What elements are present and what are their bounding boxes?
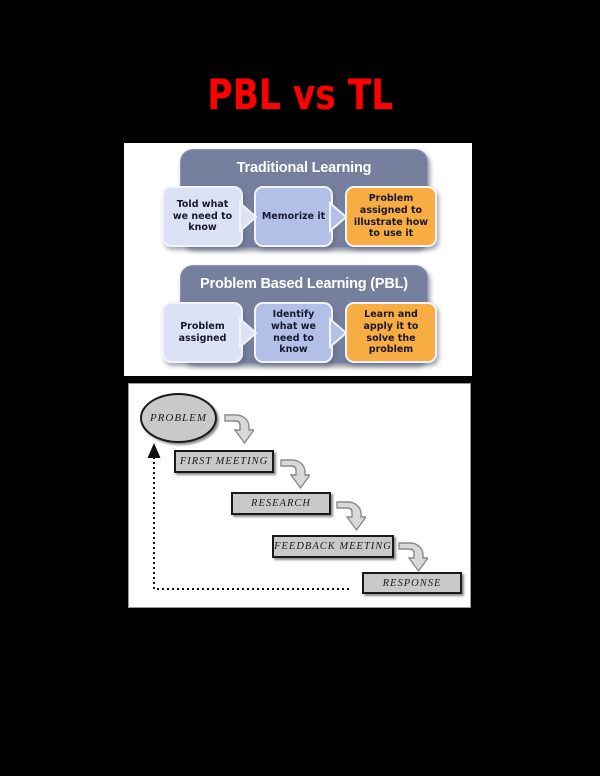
traditional-learning-header-label: Traditional Learning <box>236 160 372 176</box>
right-arrow-icon <box>239 316 258 349</box>
process-diagram: PROBLEM FIRST MEETING RESEARCH FEEDBACK … <box>128 383 471 608</box>
pbl-step-2-label: Identify what we need to know <box>270 309 317 356</box>
curved-arrow-icon <box>224 414 254 445</box>
pbl-header-label: Problem Based Learning (PBL) <box>200 276 408 292</box>
traditional-step-2-label: Memorize it <box>261 210 326 222</box>
process-node-first-meeting: FIRST MEETING <box>174 450 274 473</box>
process-node-response-label: RESPONSE <box>382 577 442 589</box>
curved-arrow-icon <box>336 501 366 532</box>
comparison-diagram: Traditional Learning Told what we need t… <box>124 143 472 376</box>
page-title-text: PBL vs TL <box>207 70 393 119</box>
traditional-step-3-label: Problem assigned to illustrate how to us… <box>353 193 429 240</box>
process-node-feedback-meeting-label: FEEDBACK MEETING <box>274 541 392 552</box>
pbl-step-2: Identify what we need to know <box>254 302 348 363</box>
right-arrow-icon <box>329 316 348 349</box>
process-node-feedback-meeting: FEEDBACK MEETING <box>272 535 394 558</box>
page-title: PBL vs TL <box>0 74 600 116</box>
process-node-problem-label: PROBLEM <box>149 412 208 424</box>
pbl-step-3: Learn and apply it to solve the problem <box>345 302 437 363</box>
process-node-first-meeting-label: FIRST MEETING <box>179 456 269 467</box>
pbl-step-1-label: Problem assigned <box>178 320 227 344</box>
traditional-step-2: Memorize it <box>254 186 348 247</box>
process-node-problem: PROBLEM <box>140 393 217 443</box>
process-node-research-label: RESEARCH <box>251 498 311 509</box>
right-arrow-icon <box>329 200 348 233</box>
right-arrow-icon <box>239 200 258 233</box>
pbl-step-1: Problem assigned <box>162 302 258 363</box>
dotted-feedback-arrow <box>147 443 349 590</box>
traditional-step-3: Problem assigned to illustrate how to us… <box>345 186 437 247</box>
curved-arrow-icon <box>280 459 310 490</box>
curved-arrow-icon <box>398 542 428 573</box>
process-node-response: RESPONSE <box>362 572 462 594</box>
traditional-step-1-label: Told what we need to know <box>172 199 233 234</box>
traditional-step-1: Told what we need to know <box>162 186 258 247</box>
up-arrowhead-icon <box>147 443 161 458</box>
pbl-step-3-label: Learn and apply it to solve the problem <box>363 309 419 356</box>
process-node-research: RESEARCH <box>231 492 331 515</box>
